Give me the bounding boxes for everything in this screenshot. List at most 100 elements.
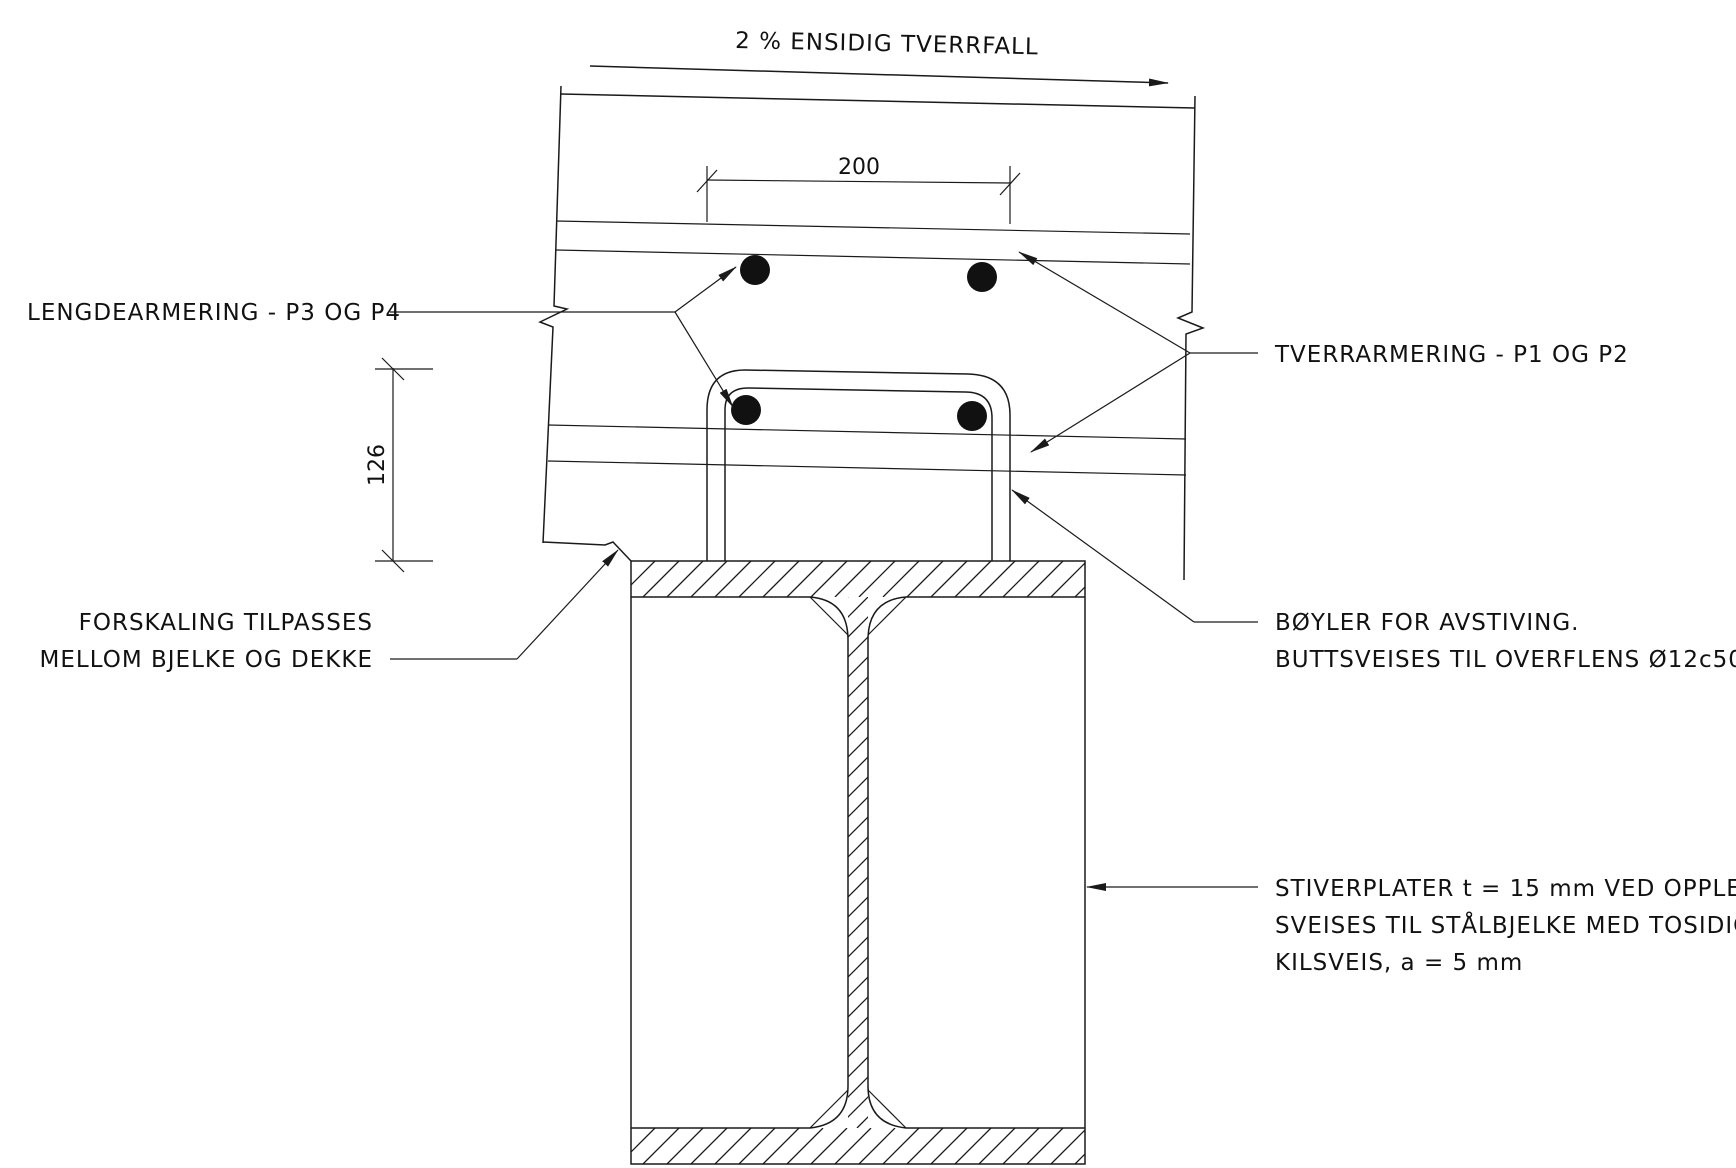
hatch-line [1257,597,1736,1128]
hatch-line [848,896,868,918]
hatch-line [631,1128,632,1129]
hatch-line [666,561,704,597]
hatch-line [1177,597,1708,1128]
hatch-line [848,936,868,958]
hatch-line [690,561,728,597]
slope-label: 2 % ENSIDIG TVERRFALL [735,28,1039,60]
label-formwork-line1: FORSKALING TILPASSES [79,610,373,636]
hatch-line [877,597,1408,1128]
hatch-line [1137,597,1668,1128]
hatch-line [642,1128,680,1164]
label-transverse: TVERRARMERING - P1 OG P2 [1274,342,1629,368]
hatch-line [738,1128,776,1164]
hatch-line [848,856,868,878]
hatch-line [882,561,920,597]
label-formwork-line2: MELLOM BJELKE OG DEKKE [40,647,373,673]
hatch-line [848,597,849,598]
hatch-line [1157,597,1688,1128]
label-longitudinal: LENGDEARMERING - P3 OG P4 [27,300,401,326]
hatch-line [856,1116,868,1128]
hatch-line [631,561,632,562]
hatch-line [786,1128,824,1164]
hatch-line [848,736,868,758]
hatch-line [1074,1153,1085,1164]
hatch-line [858,1128,896,1164]
hatch-line [954,1128,992,1164]
hatch-line [848,956,868,978]
top-flange-hatch [631,561,1085,597]
leader-stiffener: STIVERPLATER t = 15 mm VED OPPLEGG SVEIS… [1086,876,1736,976]
hatch-line [690,1128,728,1164]
hatch-line [848,1076,868,1098]
hatch-line [1057,597,1588,1128]
hatch-line [810,1128,848,1164]
hatch-line [906,561,944,597]
hatch-line [1317,597,1736,1128]
hatch-line [848,1036,868,1058]
hatch-line [848,756,868,778]
label-stirrups-line1: BØYLER FOR AVSTIVING. [1275,610,1579,636]
label-stiffener-line1: STIVERPLATER t = 15 mm VED OPPLEGG [1275,876,1736,902]
hatch-line [848,976,868,998]
hatch-line [1117,597,1648,1128]
hatch-line [1099,1128,1135,1164]
steel-i-beam [630,560,1736,1165]
hatch-line [642,561,680,597]
hatch-line [1337,597,1736,1128]
hatch-line [834,1128,872,1164]
longitudinal-rebars [731,255,997,431]
bottom-flange-hatch [631,1128,1135,1164]
hatch-line [1397,597,1736,1128]
hatch-line [848,836,868,858]
hatch-line [848,636,868,658]
hatch-line [1297,597,1736,1128]
hatch-line [848,796,868,818]
hatch-line [848,776,868,798]
hatch-line [848,1016,868,1038]
label-stiffener-line3: KILSVEIS, a = 5 mm [1275,950,1523,976]
hatch-line [1050,1129,1085,1164]
hatch-line [810,561,848,597]
dimension-200: 200 [696,155,1021,224]
hatch-line [848,716,868,738]
hatch-line [978,561,1016,597]
hatch-line [897,597,1428,1128]
hatch-line [1237,597,1736,1128]
hatch-line [858,561,896,597]
hatch-line [848,1096,868,1118]
hatch-line [930,1128,968,1164]
hatch-line [631,561,656,586]
hatch-line [937,597,1468,1128]
hatch-line [738,561,776,597]
hatch-line [1217,597,1736,1128]
hatch-line [930,561,968,597]
leader-longitudinal: LENGDEARMERING - P3 OG P4 [27,266,737,408]
rebar-dot [731,395,761,425]
slope-indicator: 2 % ENSIDIG TVERRFALL [589,28,1169,87]
formwork-chamfer [542,541,632,562]
hatch-line [957,597,1488,1128]
hatch-line [1050,562,1085,597]
hatch-line [1197,597,1728,1128]
rebar-dot [967,262,997,292]
hatch-line [1377,597,1736,1128]
hatch-line [1026,561,1064,597]
hatch-line [1002,1128,1040,1164]
hatch-line [848,1056,868,1078]
hatch-line [1277,597,1736,1128]
slab-left-break-edge [538,85,570,544]
hatch-line [1074,586,1085,597]
hatch-line [954,561,992,597]
hatch-line [834,561,872,597]
hatch-line [848,616,868,638]
hatch-line [848,597,868,618]
hatch-line [762,561,800,597]
hatch-line [786,561,824,597]
hatch-line [1097,597,1628,1128]
hatch-line [631,1128,656,1153]
hatch-line [848,696,868,718]
label-stirrups-line2: BUTTSVEISES TIL OVERFLENS Ø12c500 [1275,647,1736,673]
hatch-line [848,916,868,938]
hatch-line [714,1128,752,1164]
